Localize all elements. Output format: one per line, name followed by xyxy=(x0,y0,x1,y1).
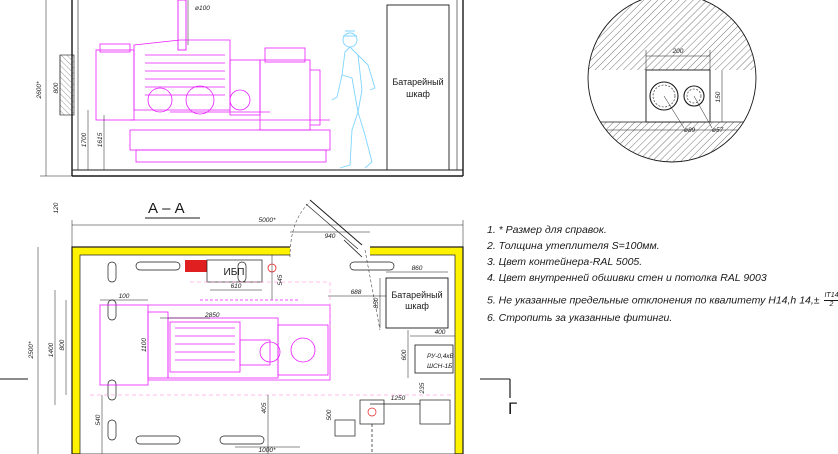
note-2: 2. Толщина утеплителя S=100мм. xyxy=(487,240,660,252)
section-title: А – А xyxy=(148,200,185,217)
battery-cabinet-plan xyxy=(385,277,449,329)
dim-w1250: 1250 xyxy=(391,395,406,402)
plan-view: 940 5000* ИБП 610 545 Батарейный ш xyxy=(0,199,517,454)
dim-h405: 405 xyxy=(261,402,268,413)
dim-h600: 600 xyxy=(401,349,408,360)
dim-w100-plan: 100 xyxy=(119,293,130,300)
note-1: 1. * Размер для справок. xyxy=(487,224,607,236)
dim-w500: 500 xyxy=(326,409,333,420)
battery-cabinet-label-1: Батарейный xyxy=(392,77,443,87)
tolerance-fraction: IT14 2 xyxy=(824,292,838,309)
dim-h540: 540 xyxy=(95,414,102,425)
battery-cabinet-label-2: шкаф xyxy=(406,89,430,99)
ups-red-block xyxy=(185,260,207,272)
battery-cabinet-plan-label-1: Батарейный xyxy=(391,290,442,300)
dim-h2500: 2500* xyxy=(28,341,35,359)
dim-h800-plan: 800 xyxy=(59,339,66,350)
genset-elevation xyxy=(95,39,331,163)
ups-label: ИБП xyxy=(224,267,245,278)
dim-w688: 688 xyxy=(351,289,362,296)
dim-w2850: 2850 xyxy=(204,312,220,319)
detail-circle: 200 150 ø89 ø57 xyxy=(587,0,757,163)
dim-h1400: 1400 xyxy=(48,342,55,357)
tolerance-denominator: 2 xyxy=(829,301,834,308)
tolerance-numerator: IT14 xyxy=(824,292,838,301)
dim-h150: 150 xyxy=(715,91,722,102)
dim-w940: 940 xyxy=(325,233,336,240)
note-5: 5. Не указанные предельные отклонения по… xyxy=(487,292,838,309)
battery-cabinet-plan-label-2: шкаф xyxy=(405,301,429,311)
note-4: 4. Цвет внутренней обшивки стен и потолк… xyxy=(487,272,767,284)
genset-plan xyxy=(99,299,331,386)
dim-h1700: 1700 xyxy=(81,132,88,147)
section-mark: Г xyxy=(508,399,517,418)
panel-label-1: РУ-0,4кВ xyxy=(427,353,454,360)
note-5-text: 5. Не указанные предельные отклонения по… xyxy=(487,294,820,307)
note-3: 3. Цвет контейнера-RAL 5005. xyxy=(487,256,643,268)
dim-h120: 120 xyxy=(53,202,60,213)
dim-d89: ø89 xyxy=(684,127,696,134)
person-figure xyxy=(331,30,376,169)
dim-h235: 235 xyxy=(419,382,426,394)
dim-d100-top: ø100 xyxy=(195,5,210,12)
dim-h545: 545 xyxy=(277,274,284,285)
dim-w5000: 5000* xyxy=(259,217,276,224)
dim-h800: 800 xyxy=(53,82,60,93)
battery-cabinet-elevation xyxy=(386,4,450,171)
panel-box xyxy=(414,344,454,374)
dim-h1615: 1615 xyxy=(97,132,104,147)
dim-w860: 860 xyxy=(412,265,423,272)
dim-h1100: 1100 xyxy=(141,338,148,352)
dim-d57: ø57 xyxy=(712,127,724,134)
dim-w400: 400 xyxy=(435,329,446,336)
panel-label-2: ШСН-1Б xyxy=(427,363,452,370)
dim-w1000: 1000* xyxy=(259,447,276,454)
dim-h850: 850 xyxy=(373,297,380,308)
elevation-view: ø100 Бат xyxy=(36,0,464,213)
dim-w200: 200 xyxy=(672,48,684,55)
dim-h2600: 2600* xyxy=(36,81,43,99)
note-6: 6. Стропить за указанные фитинги. xyxy=(487,312,673,324)
dim-w610: 610 xyxy=(231,283,242,290)
